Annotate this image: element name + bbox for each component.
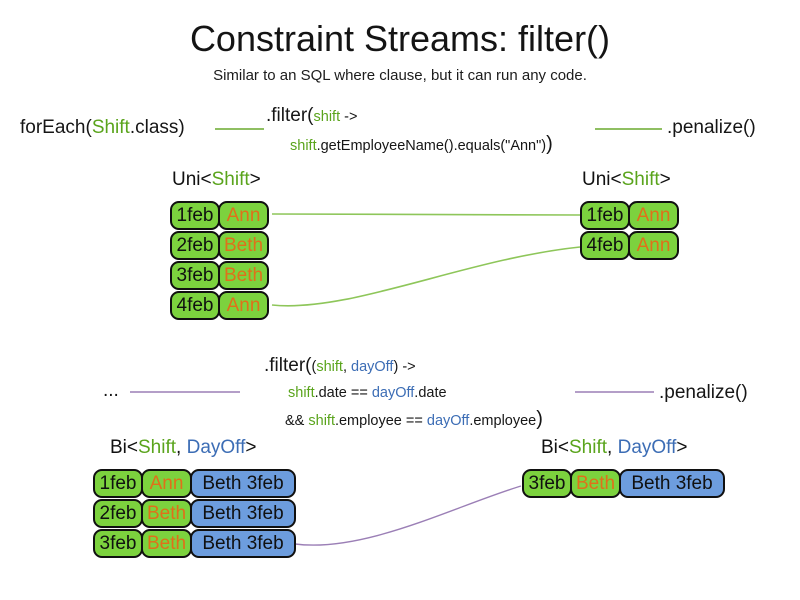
- flow2-source-ellipsis: ...: [103, 380, 119, 401]
- match-line-3feb-beth: [294, 485, 522, 546]
- filter2-line3: && shift.employee == dayOff.employee): [285, 408, 543, 430]
- filter1-body: shift.getEmployeeName().equals("Ann")): [290, 133, 553, 155]
- filter1-param-shift: shift: [313, 109, 341, 125]
- foreach-open: forEach(: [20, 117, 92, 138]
- filter-expression-1: .filter(shift -> shift.getEmployeeName()…: [266, 105, 553, 156]
- filter2-param-shift: shift: [316, 359, 343, 375]
- foreach-close: .class): [129, 117, 185, 138]
- foreach-expression: forEach(Shift.class): [20, 117, 185, 139]
- filter2-line2: shift.date == dayOff.date: [288, 385, 447, 401]
- filter2-param-dayoff: dayOff: [351, 359, 394, 375]
- match-line-4feb-ann: [271, 246, 581, 307]
- filter-expression-2: .filter((shift, dayOff) -> shift.date ==…: [264, 355, 543, 431]
- penalize-label-2: .penalize(): [659, 382, 748, 403]
- penalize-label-1: .penalize(): [667, 117, 756, 138]
- filter1-body-shift: shift: [290, 138, 317, 154]
- match-line-1feb-ann: [271, 213, 581, 216]
- slide-title: Constraint Streams: filter(): [189, 18, 611, 59]
- bi-right-label: Bi<Shift, DayOff>: [541, 437, 688, 458]
- filter2-head: .filter((shift, dayOff) ->: [264, 355, 416, 376]
- slide-subtitle: Similar to an SQL where clause, but it c…: [213, 67, 587, 84]
- filter1-head: .filter(shift ->: [266, 105, 358, 126]
- bi-left-label: Bi<Shift, DayOff>: [110, 437, 257, 458]
- uni-left-label: Uni<Shift>: [172, 169, 261, 190]
- foreach-class-shift: Shift: [91, 117, 130, 138]
- uni-right-label: Uni<Shift>: [582, 169, 671, 190]
